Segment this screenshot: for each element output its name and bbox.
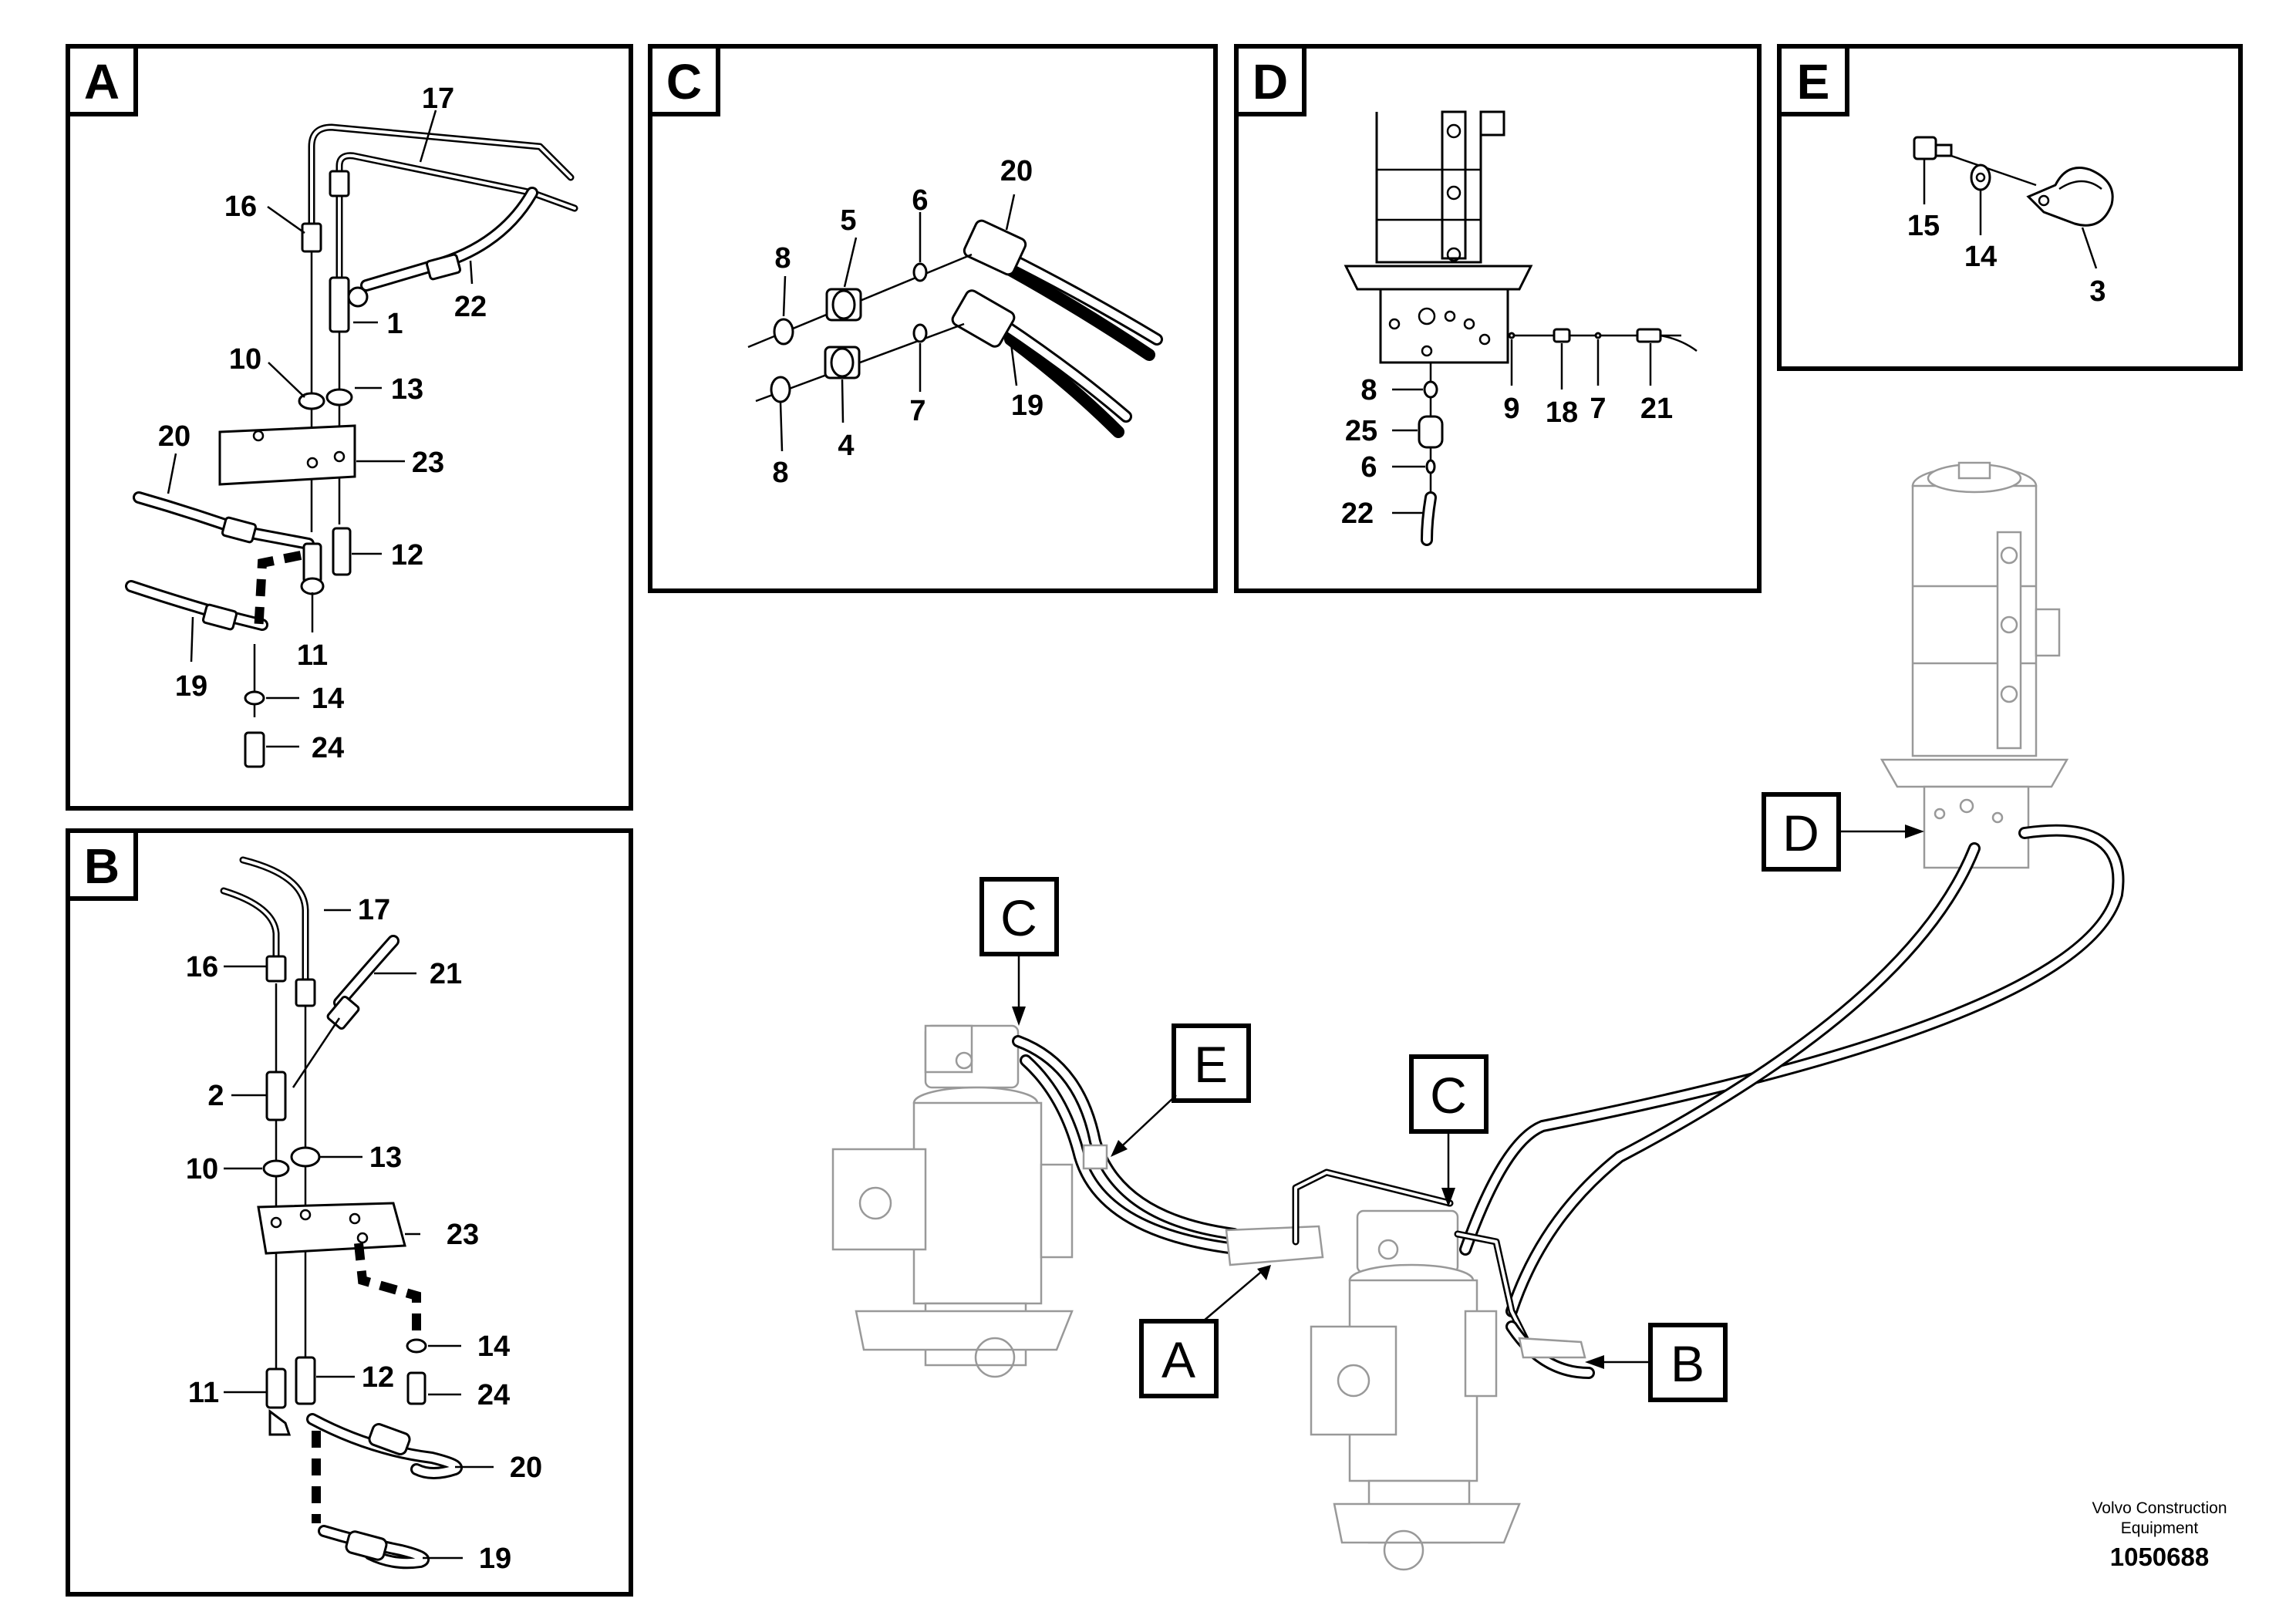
panel-e: E 15 14 3 (1777, 44, 2243, 371)
panel-b-label-7: 23 (447, 1219, 479, 1251)
panel-a-label-12: 14 (312, 683, 344, 715)
panel-a: A (66, 44, 633, 811)
panel-d-frame (1234, 44, 1762, 593)
panel-e-tag (1777, 44, 1849, 116)
right-valve (1310, 1209, 1521, 1571)
panel-e-label-2: 14 (1964, 241, 1997, 273)
panel-b-label-12: 20 (510, 1452, 542, 1484)
panel-b-label-2: 16 (186, 951, 218, 983)
panel-c-label-7: 4 (838, 430, 854, 462)
panel-a-label-10: 19 (175, 670, 207, 703)
panel-a-label-7: 20 (158, 420, 190, 453)
panel-a-label-11: 11 (297, 639, 328, 672)
panel-a-label-9: 12 (391, 539, 423, 572)
callout-d-letter: D (1782, 804, 1819, 862)
panel-d-label-3: 6 (1360, 451, 1377, 484)
panel-b-label-4: 2 (207, 1080, 224, 1112)
panel-e-letter: E (1797, 54, 1830, 110)
panel-c-label-5: 19 (1011, 389, 1043, 422)
panel-d-label-8: 21 (1640, 393, 1673, 425)
panel-c-label-2: 6 (912, 184, 928, 217)
panel-a-label-6: 13 (391, 373, 423, 406)
panel-e-label-1: 15 (1907, 210, 1940, 242)
callout-e: E (1111, 1023, 1251, 1157)
callout-c-left-letter: C (1000, 889, 1037, 946)
callout-c-left: C (979, 877, 1059, 1026)
panel-d-label-1: 8 (1360, 374, 1377, 406)
panel-c-label-1: 20 (1000, 155, 1033, 187)
panel-b-label-10: 11 (188, 1377, 219, 1409)
panel-a-tag (66, 44, 138, 116)
left-valve (831, 1024, 1074, 1378)
main-assembly (831, 461, 2125, 1571)
panel-b-tag (66, 828, 138, 901)
panel-c: C 20 6 5 8 19 7 4 8 (648, 44, 1218, 593)
callout-b: B (1585, 1323, 1728, 1402)
panel-b: B (66, 828, 633, 1597)
panel-d-tag (1234, 44, 1306, 116)
callout-a-letter: A (1161, 1331, 1195, 1388)
panel-c-label-6: 7 (909, 395, 925, 427)
panel-a-label-5: 10 (229, 343, 261, 376)
brand-line-1: Volvo Construction (2092, 1499, 2227, 1517)
callout-c-right: C (1409, 1054, 1489, 1207)
panel-d-letter: D (1253, 54, 1288, 110)
callout-c-right-letter: C (1430, 1067, 1467, 1124)
panel-c-label-3: 5 (840, 204, 856, 237)
panel-a-label-3: 1 (386, 308, 403, 340)
swivel-joint (1880, 461, 2069, 869)
panel-c-label-4: 8 (774, 242, 791, 275)
callout-a: A (1139, 1265, 1271, 1398)
document-number: 1050688 (2110, 1543, 2209, 1571)
panel-a-label-1: 17 (422, 83, 454, 115)
panel-b-label-11: 12 (362, 1361, 394, 1394)
panel-a-label-2: 16 (224, 191, 257, 223)
panel-a-frame (66, 44, 633, 811)
panel-d-label-7: 7 (1590, 393, 1606, 425)
panel-c-frame (648, 44, 1218, 593)
panel-b-letter: B (84, 838, 120, 894)
panel-e-frame (1777, 44, 2243, 371)
panel-c-label-8: 8 (772, 457, 788, 489)
panel-d-label-4: 22 (1341, 497, 1374, 530)
callout-b-letter: B (1671, 1335, 1704, 1392)
panel-e-label-3: 3 (2089, 275, 2106, 308)
callout-d: D (1762, 792, 1924, 872)
panel-b-label-6: 13 (369, 1141, 402, 1174)
panel-b-label-5: 10 (186, 1153, 218, 1185)
callout-e-letter: E (1194, 1036, 1228, 1093)
panel-a-label-13: 24 (312, 732, 344, 764)
panel-a-letter: A (84, 54, 120, 110)
panel-b-label-13: 19 (479, 1543, 511, 1575)
panel-b-label-3: 21 (430, 958, 462, 990)
panel-c-tag (648, 44, 720, 116)
panel-b-label-8: 14 (477, 1330, 510, 1363)
panel-a-label-4: 22 (454, 291, 487, 323)
panel-a-label-8: 23 (412, 447, 444, 479)
panel-d-label-2: 25 (1345, 415, 1377, 447)
panel-c-letter: C (666, 54, 702, 110)
panel-b-frame (66, 828, 633, 1597)
panel-b-label-9: 24 (477, 1379, 510, 1411)
panel-b-label-1: 17 (358, 894, 390, 926)
panel-d-label-6: 18 (1546, 396, 1578, 429)
footer: Volvo Construction Equipment 1050688 (2092, 1499, 2227, 1571)
panel-d: D (1234, 44, 1762, 593)
brand-line-2: Equipment (2121, 1519, 2199, 1537)
panel-d-label-5: 9 (1503, 393, 1519, 425)
